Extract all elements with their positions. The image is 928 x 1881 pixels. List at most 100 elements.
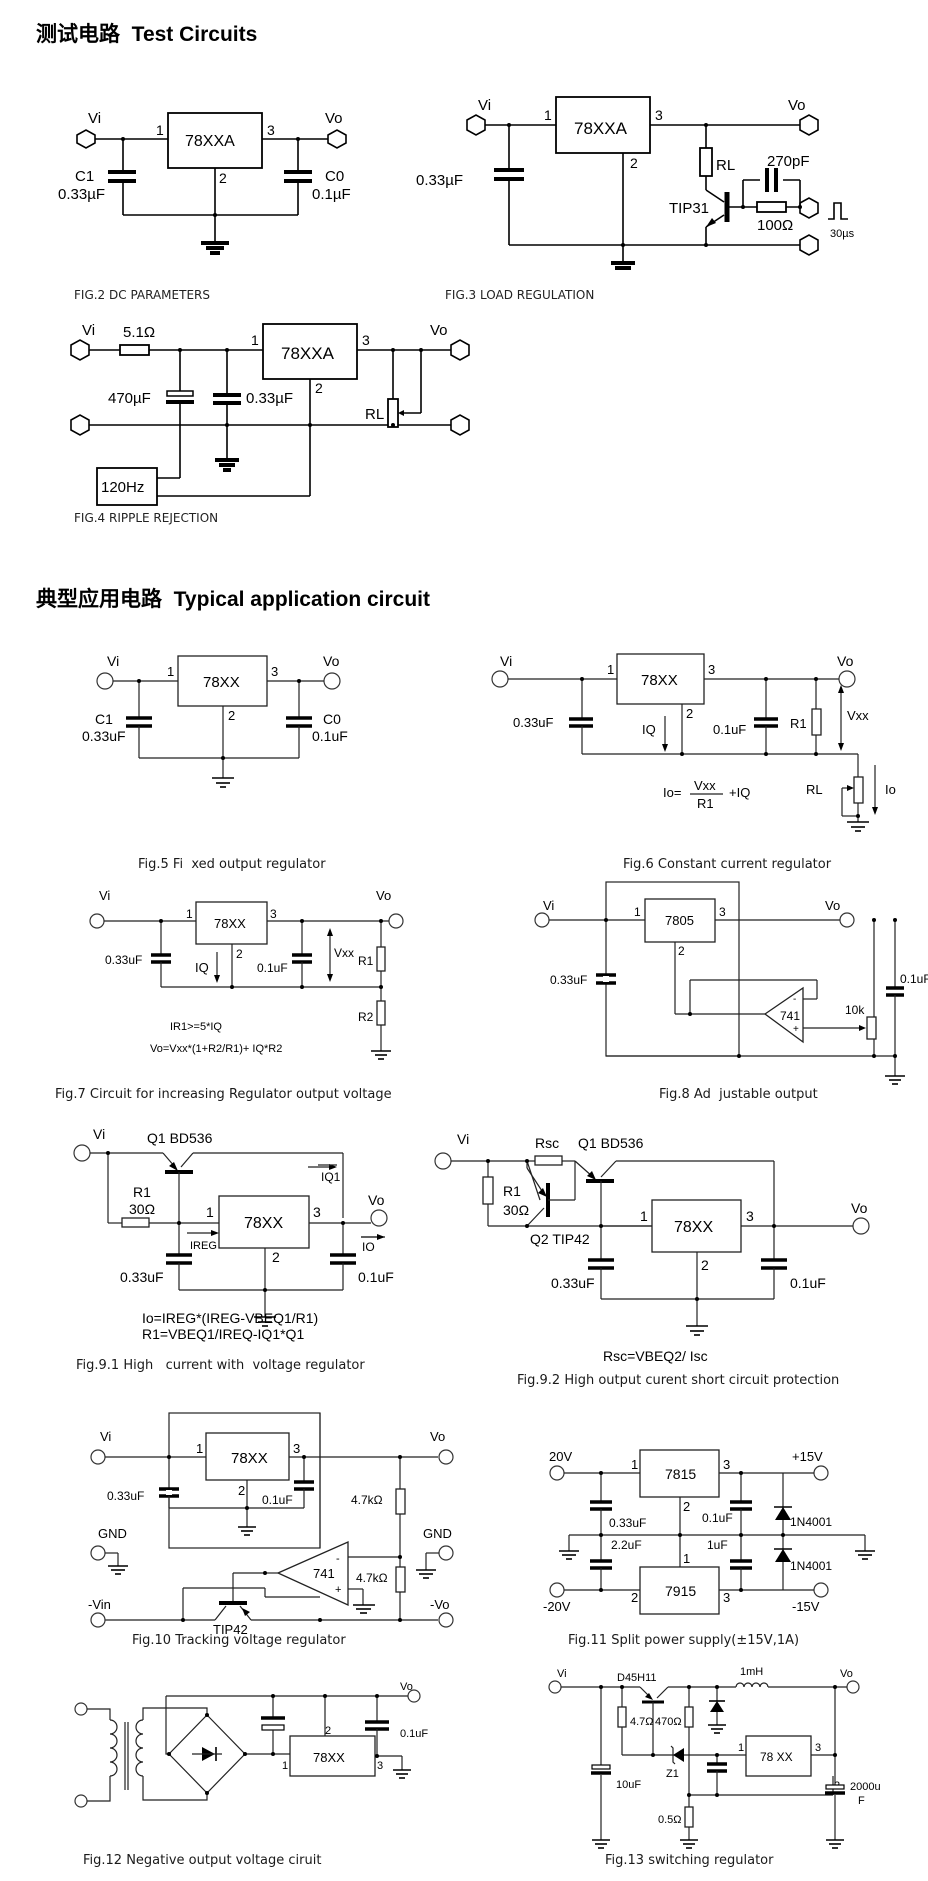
fig2-vi-terminal [76, 129, 96, 149]
fig5-vo-label: Vo [323, 653, 340, 669]
fig2-vi-label: Vi [88, 110, 101, 127]
fig10-regulator-label: 78XX [231, 1450, 268, 1467]
fig12-vo-label: Vo [400, 1681, 413, 1693]
fig11-caption: Fig.11 Split power supply(±15V,1A) [568, 1633, 800, 1648]
fig11-neg-pin3: 3 [723, 1590, 730, 1605]
fig12-regulator [289, 1735, 376, 1777]
fig91-io-label: IO [362, 1240, 375, 1254]
fig4-cin-value: 0.33µF [246, 390, 293, 407]
fig4-schematic: Vi Vo 5.1Ω 78XXA 1 3 2 470µF 0.33µF 120H… [70, 322, 470, 506]
fig8-regulator-label: 7805 [665, 913, 694, 928]
fig12-caption: Fig.12 Negative output voltage ciruit [83, 1853, 322, 1868]
fig10-gnd-right-terminal [438, 1545, 454, 1561]
fig5-c0-value: 0.1uF [312, 728, 348, 744]
fig91-r1-value: 30Ω [129, 1201, 155, 1217]
fig6-vo-terminal [838, 670, 856, 688]
fig4-regulator-label: 78XXA [281, 344, 335, 363]
fig4-caption: FIG.4 RIPPLE REJECTION [74, 511, 219, 525]
fig4-pin3: 3 [362, 332, 370, 348]
fig10-cout-value: 0.1uF [262, 1493, 293, 1507]
fig2-c0-name: C0 [325, 168, 344, 185]
fig2-c0-value: 0.1µF [312, 186, 351, 203]
fig92-r1-value: 30Ω [503, 1202, 529, 1218]
fig92-regulator-label: 78XX [674, 1219, 713, 1236]
fig11-ground-icon-left [559, 1550, 579, 1560]
fig8-pin3: 3 [719, 905, 726, 919]
fig91-formula-line2: R1=VBEQ1/IREQ-IQ1*Q1 [142, 1326, 305, 1342]
fig7-pin2: 2 [236, 947, 243, 961]
fig11-neg-regulator-label: 7915 [665, 1583, 696, 1599]
fig8-vo-label: Vo [825, 898, 840, 913]
fig13-regulator-label: 78 XX [760, 1750, 793, 1764]
fig12-ground-icon [393, 1769, 411, 1779]
fig5-vi-label: Vi [107, 653, 119, 669]
fig4-source-box [96, 467, 158, 506]
fig10-gnd-right-label: GND [423, 1526, 452, 1541]
fig4-pin1: 1 [251, 332, 259, 348]
fig10-r-top-label: 4.7kΩ [351, 1493, 383, 1507]
fig4-out-gnd-terminal [450, 414, 470, 436]
fig7-vxx-label: Vxx [334, 946, 354, 960]
fig3-rl-resistor [699, 147, 713, 177]
fig5-c1-name: C1 [95, 711, 113, 727]
fig91-vo-terminal [370, 1209, 388, 1227]
fig6-formula-den: R1 [697, 796, 714, 811]
fig2-pin2: 2 [219, 170, 227, 186]
fig11-pos-in-label: 20V [549, 1449, 572, 1464]
fig10-ground-icon-opamp [353, 1604, 375, 1614]
fig3-cin-value: 0.33µF [416, 172, 463, 189]
fig11-diode1-icon [774, 1506, 792, 1520]
fig3-ground-icon [611, 261, 635, 270]
fig4-vo-terminal [450, 339, 470, 361]
fig2-pin1: 1 [156, 122, 164, 138]
fig7-caption: Fig.7 Circuit for increasing Regulator o… [55, 1087, 392, 1102]
fig10-cin-value: 0.33uF [107, 1489, 144, 1503]
fig3-pulse-icon [828, 202, 848, 220]
fig6-pin3: 3 [708, 662, 715, 677]
fig91-pin1: 1 [206, 1204, 214, 1220]
fig6-formula-rhs: +IQ [729, 785, 750, 800]
fig91-pin2: 2 [272, 1249, 280, 1265]
fig91-caption: Fig.9.1 High current with voltage regula… [76, 1358, 365, 1373]
fig3-caption: FIG.3 LOAD REGULATION [445, 288, 595, 302]
fig92-pin1: 1 [640, 1208, 648, 1224]
fig3-regulator-label: 78XXA [574, 119, 628, 138]
fig6-schematic: Vi Vo 78XX 1 3 2 0.33uF IQ 0.1uF R1 Vxx … [491, 653, 896, 832]
fig7-vo-label: Vo [376, 888, 391, 903]
fig11-neg-in-label: -20V [543, 1599, 571, 1614]
fig6-cout-value: 0.1uF [713, 722, 746, 737]
fig10-opamp-label: 741 [313, 1566, 335, 1581]
fig7-vi-label: Vi [99, 888, 110, 903]
fig7-r1-resistor [376, 946, 386, 972]
fig8-opamp-minus: - [793, 994, 796, 1005]
fig6-vxx-label: Vxx [847, 708, 869, 723]
fig7-ground-icon [371, 1050, 391, 1060]
fig4-series-resistor-value: 5.1Ω [123, 324, 155, 341]
fig6-formula-num: Vxx [694, 778, 716, 793]
fig13-vi-terminal [548, 1680, 562, 1694]
fig13-transistor-label: D45H11 [617, 1672, 657, 1684]
fig4-rl-resistor [387, 398, 399, 428]
fig91-iq1-label: IQ1 [321, 1170, 341, 1184]
fig6-pin1: 1 [607, 662, 614, 677]
fig7-r2-resistor [376, 1000, 386, 1026]
fig8-cin-value: 0.33uF [550, 973, 587, 987]
fig12-bridge-rectifier-icon [168, 1714, 246, 1794]
fig91-cin-value: 0.33uF [120, 1269, 164, 1285]
fig91-vi-label: Vi [93, 1126, 105, 1142]
fig6-vo-label: Vo [837, 653, 854, 669]
fig11-ground-icon-right [855, 1550, 875, 1560]
fig5-pin2: 2 [228, 708, 235, 723]
fig5-pin3: 3 [271, 664, 278, 679]
fig10-caption: Fig.10 Tracking voltage regulator [132, 1633, 346, 1648]
fig2-caption: FIG.2 DC PARAMETERS [74, 288, 210, 302]
fig2-vo-label: Vo [325, 110, 343, 127]
fig92-rsc-label: Rsc [535, 1135, 559, 1151]
fig3-resistor-value: 100Ω [757, 217, 793, 234]
fig4-vi-terminal [70, 339, 90, 361]
fig91-regulator-label: 78XX [244, 1215, 283, 1232]
fig91-pin3: 3 [313, 1204, 321, 1220]
fig92-vi-label: Vi [457, 1131, 469, 1147]
fig6-rl-label: RL [806, 782, 823, 797]
fig5-vo-terminal [323, 672, 341, 690]
